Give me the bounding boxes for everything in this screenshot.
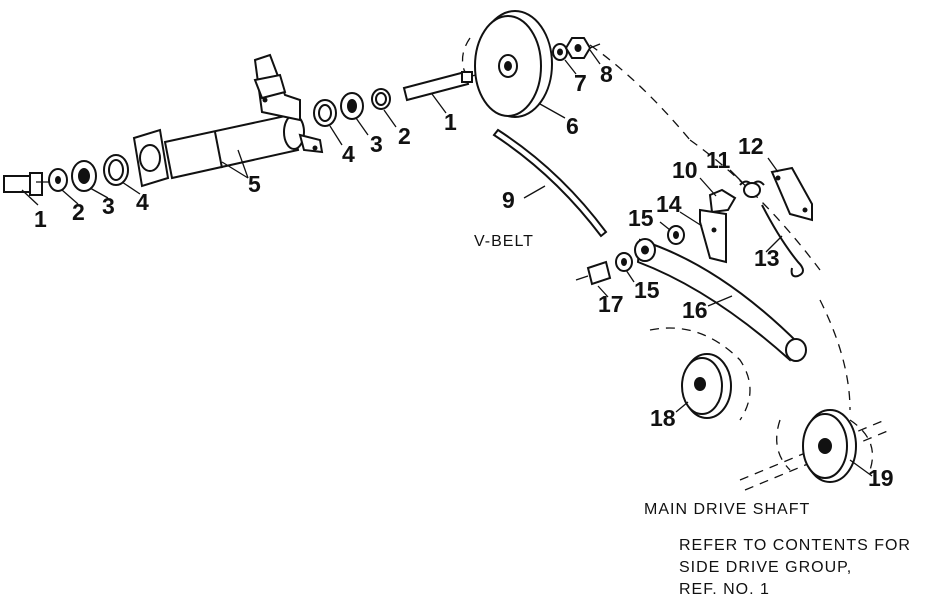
part-14-angle-bracket	[699, 208, 727, 264]
part-16-idler-arm	[634, 238, 807, 362]
note-line-1: REFER TO CONTENTS FOR	[679, 537, 911, 554]
callout-15-upper: 15	[628, 205, 654, 231]
note-line-3: REF. NO. 1	[679, 581, 770, 598]
part-1-stub-shaft-left	[3, 172, 60, 196]
callout-mid-2: 2	[398, 123, 411, 149]
callout-mid-3: 3	[370, 131, 383, 157]
part-6-large-pulley	[474, 10, 553, 118]
part-2-washer-left	[48, 168, 68, 192]
callout-numbers: 1 2 3 4 5 4 3 2 1 6 7 8 9 10 11 12 13 14…	[34, 61, 894, 491]
part-4-bearing-cup-mid	[313, 99, 337, 127]
part-5-housing-tube	[132, 53, 324, 188]
label-main-drive-shaft: MAIN DRIVE SHAFT	[644, 501, 810, 518]
callout-left-1: 1	[34, 206, 47, 232]
part-3-bearing-cone-mid	[340, 92, 364, 120]
part-12-mounting-plate	[770, 166, 813, 222]
callout-10: 10	[672, 157, 698, 183]
part-3-bearing-cone-left	[71, 160, 97, 192]
callout-13: 13	[754, 245, 780, 271]
callout-18: 18	[650, 405, 676, 431]
leader-lines	[21, 49, 873, 477]
note-line-2: SIDE DRIVE GROUP,	[679, 559, 852, 576]
part-2-washer-mid	[371, 88, 391, 110]
part-4-bearing-cup-left	[103, 154, 129, 186]
label-v-belt: V-BELT	[474, 233, 534, 250]
part-9-v-belt	[492, 128, 608, 238]
callout-15-lower: 15	[634, 277, 660, 303]
part-13-tension-spring	[761, 204, 804, 278]
callout-17: 17	[598, 291, 624, 317]
callout-14: 14	[656, 191, 682, 217]
callout-11: 11	[706, 147, 731, 173]
part-15-washer-lower	[615, 252, 633, 272]
callout-19: 19	[868, 465, 894, 491]
callout-16: 16	[682, 297, 708, 323]
part-19-drive-pulley	[739, 409, 891, 491]
callout-mid-4: 4	[342, 141, 355, 167]
callout-6: 6	[566, 113, 579, 139]
belt-path-outline	[461, 37, 874, 471]
callout-mid-1: 1	[444, 109, 457, 135]
part-18-idler-pulley	[681, 353, 732, 419]
part-8-nut	[564, 37, 601, 59]
callout-12: 12	[738, 133, 764, 159]
part-11-spring	[739, 180, 765, 198]
callout-8: 8	[600, 61, 613, 87]
callout-left-3: 3	[102, 193, 115, 219]
callout-left-2: 2	[72, 199, 85, 225]
callout-7: 7	[574, 70, 587, 96]
part-7-washer	[552, 43, 568, 61]
callout-5: 5	[248, 171, 261, 197]
callout-9: 9	[502, 187, 515, 213]
part-15-washer-upper	[667, 225, 685, 245]
part-17-bushing	[575, 260, 612, 286]
callout-left-4: 4	[136, 189, 149, 215]
